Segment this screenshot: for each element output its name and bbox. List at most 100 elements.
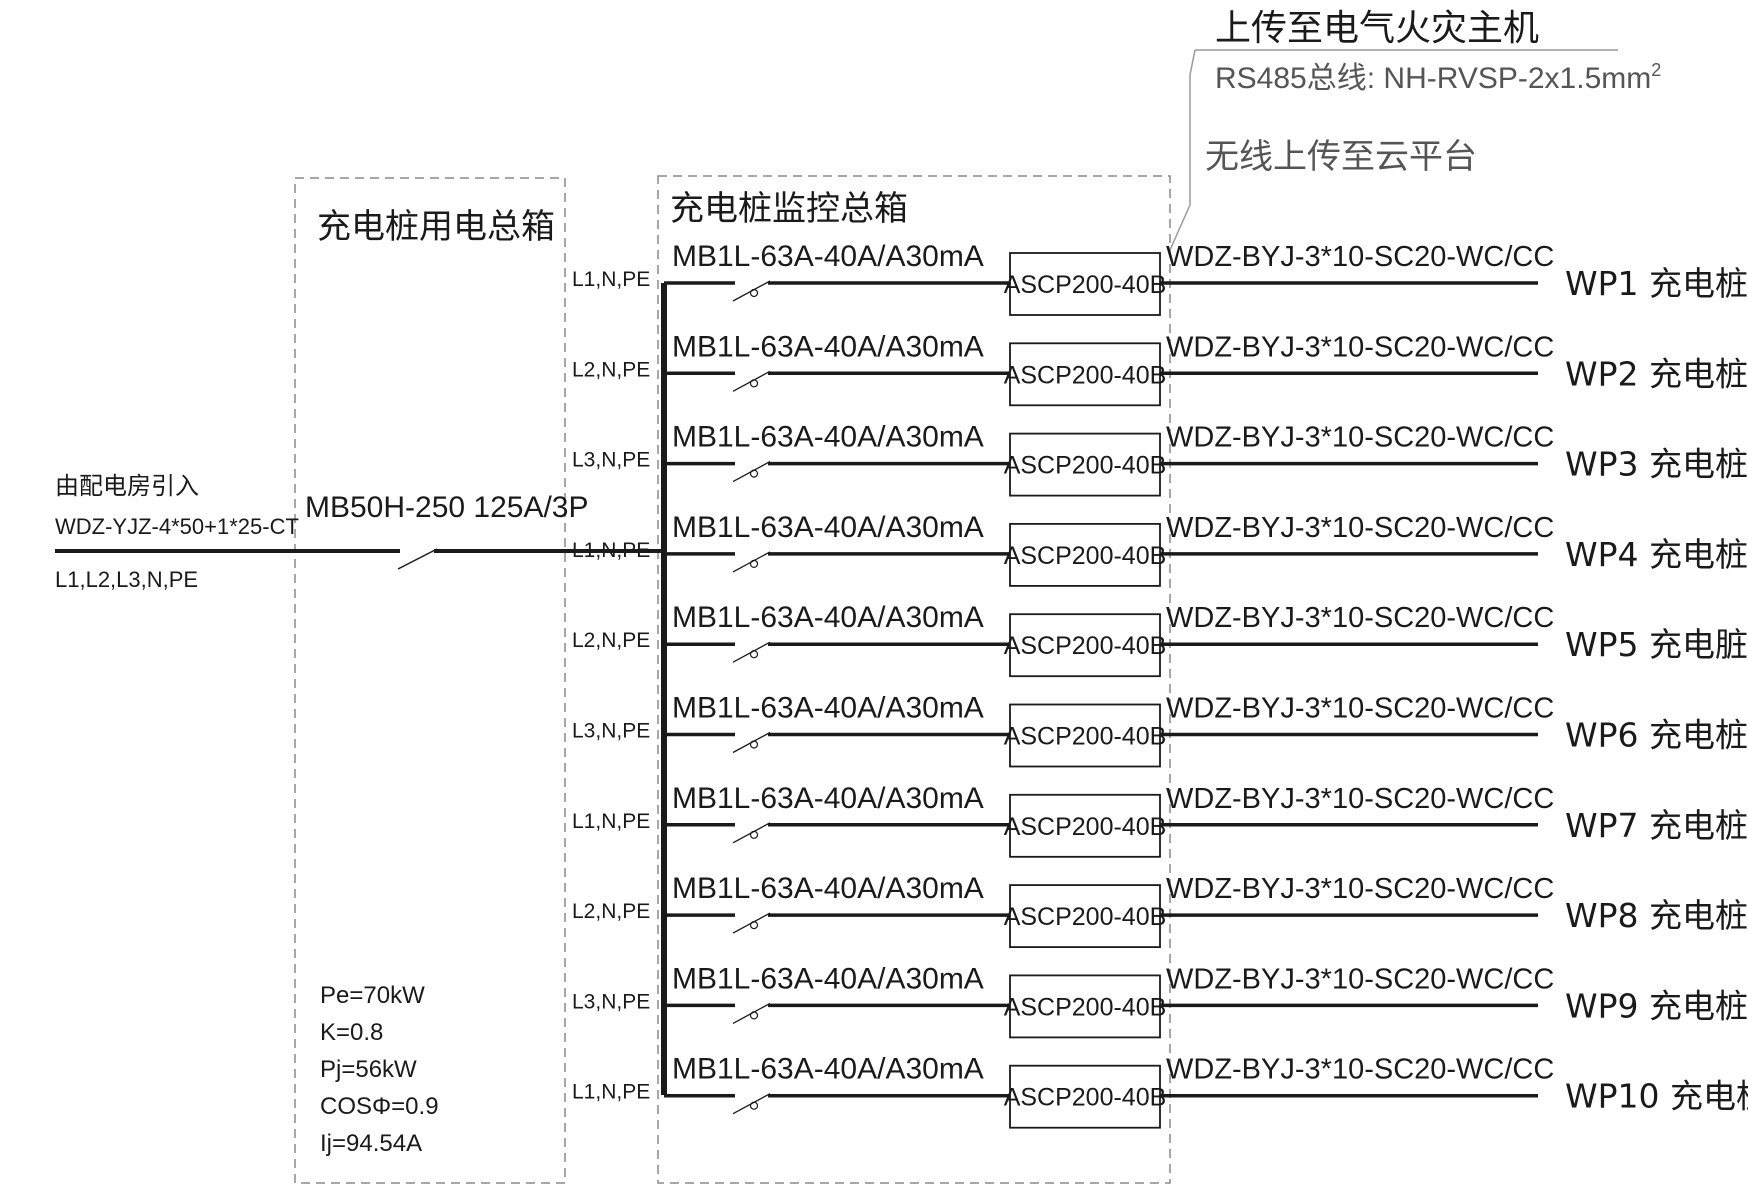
branch-cable-label: WDZ-BYJ-3*10-SC20-WC/CC <box>1166 1054 1554 1086</box>
calc-k: K=0.8 <box>320 1019 383 1046</box>
branch-monitor-label: ASCP200-40B <box>1004 542 1167 570</box>
branch-phase-label: L2,N,PE <box>572 629 650 652</box>
branch-cable-label: WDZ-BYJ-3*10-SC20-WC/CC <box>1166 873 1554 905</box>
branch-load-label: WP1 充电桩 <box>1565 264 1748 303</box>
branch-cable-label: WDZ-BYJ-3*10-SC20-WC/CC <box>1166 241 1554 273</box>
branch-breaker-trip <box>749 288 759 298</box>
branch-breaker-trip <box>749 920 759 930</box>
load-calculation: Pe=70kW K=0.8 Pj=56kW COSΦ=0.9 Ij=94.54A <box>320 982 439 1157</box>
branch-circuit-2: L2,N,PE MB1L-63A-40A/A30mA ASCP200-40BWDZ-… <box>572 330 1748 407</box>
branch-circuit-10: L1,N,PE MB1L-63A-40A/A30mA ASCP200-40BWDZ-… <box>572 1053 1748 1129</box>
branch-monitor-box <box>1009 703 1161 768</box>
branch-monitor-label: ASCP200-40B <box>1004 452 1167 480</box>
branch-breaker-label: MB1L-63A-40A/A30mA <box>672 872 984 905</box>
branch-circuit-3: L3,N,PE MB1L-63A-40A/A30mA ASCP200-40BWDZ-… <box>572 421 1748 497</box>
branch-phase-label: L1,N,PE <box>572 1081 650 1104</box>
branch-monitor-label: ASCP200-40B <box>1004 632 1167 660</box>
branch-load-label: WP9 充电桩 <box>1565 986 1748 1025</box>
branch-cable-label: WDZ-BYJ-3*10-SC20-WC/CC <box>1166 331 1554 363</box>
branch-load-label: WP4 充电桩 <box>1565 535 1748 574</box>
monitor-box-title: 充电桩监控总箱 <box>670 189 908 229</box>
branch-monitor-label: ASCP200-40B <box>1004 723 1167 751</box>
main-breaker-label: MB50H-250 125A/3P <box>305 491 589 524</box>
branch-monitor-label: ASCP200-40B <box>1004 993 1167 1021</box>
incoming-cable: WDZ-YJZ-4*50+1*25-CT <box>55 514 299 539</box>
calc-cos: COSΦ=0.9 <box>320 1093 439 1120</box>
branch-circuit-6: L3,N,PE MB1L-63A-40A/A30mA ASCP200-40BWDZ-… <box>572 692 1748 768</box>
branch-phase-label: L2,N,PE <box>572 358 650 381</box>
branch-phase-label: L1,N,PE <box>572 539 650 562</box>
branch-cable-label: WDZ-BYJ-3*10-SC20-WC/CC <box>1166 783 1554 815</box>
branch-phase-label: L3,N,PE <box>572 720 650 743</box>
branch-breaker-label: MB1L-63A-40A/A30mA <box>672 240 984 273</box>
branch-breaker-trip <box>749 830 759 839</box>
upload-title: 上传至电气火灾主机 <box>1215 8 1539 49</box>
branch-monitor-label: ASCP200-40B <box>1004 361 1167 389</box>
branch-phase-label: L1,N,PE <box>572 268 650 291</box>
branch-breaker-trip <box>749 650 759 659</box>
branch-breaker-trip <box>749 379 759 388</box>
branch-load-label: WP2 充电桩 <box>1565 354 1748 393</box>
branch-breaker-label: MB1L-63A-40A/A30mA <box>672 601 984 634</box>
calc-ij: Ij=94.54A <box>320 1130 422 1157</box>
branch-cable-label: WDZ-BYJ-3*10-SC20-WC/CC <box>1166 512 1554 544</box>
branch-load-label: WP3 充电桩 <box>1565 445 1748 484</box>
branch-phase-label: L3,N,PE <box>572 449 650 472</box>
main-breaker-contact <box>397 548 438 570</box>
branch-cable-label: WDZ-BYJ-3*10-SC20-WC/CC <box>1166 963 1554 995</box>
calc-pe: Pe=70kW <box>320 982 425 1009</box>
branch-cable-label: WDZ-BYJ-3*10-SC20-WC/CC <box>1166 602 1554 634</box>
branch-cable-label: WDZ-BYJ-3*10-SC20-WC/CC <box>1166 422 1554 454</box>
branch-breaker-trip <box>749 740 759 749</box>
branch-monitor-label: ASCP200-40B <box>1004 1084 1167 1112</box>
branch-monitor-label: ASCP200-40B <box>1004 271 1167 299</box>
branch-load-label: WP5 充电脏 <box>1565 625 1748 664</box>
rs485-bus-text: RS485总线: NH-RVSP-2x1.5mm <box>1215 62 1651 95</box>
branch-circuits: L1,N,PEMB1L-63A-40A/A30mAASCP200-40BWDZ-… <box>572 240 1748 1129</box>
branch-monitor-box <box>1009 523 1161 587</box>
branch-monitor-label: ASCP200-40B <box>1004 813 1167 841</box>
rs485-bus-superscript: 2 <box>1651 60 1661 80</box>
branch-monitor-box <box>1009 1064 1161 1129</box>
branch-breaker-label: MB1L-63A-40A/A30mA <box>672 692 984 725</box>
branch-load-label: WP10 充电桩 <box>1565 1077 1748 1116</box>
branch-breaker-label: MB1L-63A-40A/A30mA <box>672 1053 984 1086</box>
branch-load-label: WP7 充电桩 <box>1565 806 1748 845</box>
wireless-upload-label: 无线上传至云平台 <box>1205 137 1477 177</box>
branch-circuit-1: L1,N,PE MB1L-63A-40A/A30mA ASCP200-40BWDZ-… <box>572 240 1748 316</box>
branch-breaker-trip <box>749 559 759 569</box>
branch-monitor-box <box>1009 974 1161 1039</box>
incoming-label: 由配电房引入 <box>55 472 199 500</box>
calc-pj: Pj=56kW <box>320 1056 417 1083</box>
branch-monitor-box <box>1009 884 1161 948</box>
branch-phase-label: L2,N,PE <box>572 900 650 923</box>
branch-circuit-9: L3,N,PE MB1L-63A-40A/A30mA ASCP200-40BWDZ-… <box>572 962 1748 1039</box>
branch-breaker-trip <box>749 1011 759 1020</box>
main-box-outline <box>294 177 566 1184</box>
branch-monitor-label: ASCP200-40B <box>1004 903 1167 931</box>
branch-circuit-7: L1,N,PE MB1L-63A-40A/A30mA ASCP200-40BWDZ-… <box>572 782 1748 858</box>
branch-breaker-label: MB1L-63A-40A/A30mA <box>672 421 984 454</box>
branch-circuit-4: L1,N,PE MB1L-63A-40A/A30mA ASCP200-40BWDZ-… <box>572 511 1748 587</box>
branch-circuit-8: L2,N,PE MB1L-63A-40A/A30mA ASCP200-40BWDZ-… <box>572 872 1748 948</box>
branch-phase-label: L1,N,PE <box>572 810 650 833</box>
branch-breaker-trip <box>749 469 759 478</box>
monitor-box-outline <box>657 175 1171 1184</box>
branch-cable-label: WDZ-BYJ-3*10-SC20-WC/CC <box>1166 693 1554 725</box>
branch-load-label: WP6 充电桩 <box>1565 716 1748 755</box>
branch-phase-label: L3,N,PE <box>572 990 650 1013</box>
branch-circuit-5: L2,N,PE MB1L-63A-40A/A30mA ASCP200-40BWDZ-… <box>572 601 1748 678</box>
branch-load-label: WP8 充电桩 <box>1565 896 1748 935</box>
rs485-bus-label: RS485总线: NH-RVSP-2x1.5mm2 <box>1215 60 1661 95</box>
branch-breaker-label: MB1L-63A-40A/A30mA <box>672 330 984 363</box>
branch-breaker-label: MB1L-63A-40A/A30mA <box>672 962 984 995</box>
branch-breaker-label: MB1L-63A-40A/A30mA <box>672 782 984 815</box>
branch-monitor-box <box>1009 793 1161 858</box>
incoming-phases: L1,L2,L3,N,PE <box>55 567 198 592</box>
upload-leader-drop <box>1169 49 1196 251</box>
branch-breaker-trip <box>749 1101 759 1110</box>
main-box-title: 充电桩用电总箱 <box>317 207 555 247</box>
branch-breaker-label: MB1L-63A-40A/A30mA <box>672 511 984 544</box>
